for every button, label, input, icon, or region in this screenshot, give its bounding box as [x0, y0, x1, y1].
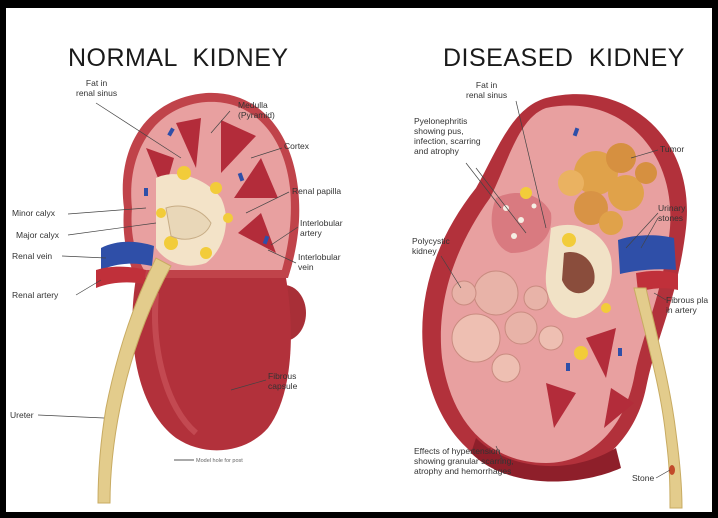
label-hypertension-effects: Effects of hypertension showing granular…	[414, 446, 514, 476]
label-interlobular-artery: Interlobular artery	[300, 218, 343, 238]
label-diseased-fat-in-renal-sinus: Fat in renal sinus	[466, 80, 507, 100]
label-ureter: Ureter	[10, 410, 34, 420]
label-urinary-stones: Urinary stones	[658, 203, 685, 223]
figure-panel: NORMAL KIDNEY DISEASED KIDNEY	[6, 8, 712, 512]
label-pyelonephritis: Pyelonephritis showing pus, infection, s…	[414, 116, 481, 156]
label-fibrous-capsule: Fibrous capsule	[268, 371, 297, 391]
label-interlobular-vein: Interlobular vein	[298, 252, 341, 272]
label-model-hole: Model hole for post	[196, 456, 243, 466]
label-fibrous-plaque: Fibrous pla in artery	[666, 295, 708, 315]
label-fat-in-renal-sinus: Fat in renal sinus	[76, 78, 117, 98]
label-renal-artery: Renal artery	[12, 290, 58, 300]
label-stone: Stone	[632, 473, 654, 483]
diseased-renal-vein	[618, 235, 676, 274]
normal-kidney	[38, 93, 306, 503]
label-renal-vein: Renal vein	[12, 251, 52, 261]
label-major-calyx: Major calyx	[16, 230, 59, 240]
label-polycystic-kidney: Polycystic kidney	[412, 236, 450, 256]
label-cortex: Cortex	[284, 141, 309, 151]
label-minor-calyx: Minor calyx	[12, 208, 55, 218]
label-medulla: Medulla (Pyramid)	[238, 100, 275, 120]
label-tumor: Tumor	[660, 144, 684, 154]
label-renal-papilla: Renal papilla	[292, 186, 341, 196]
